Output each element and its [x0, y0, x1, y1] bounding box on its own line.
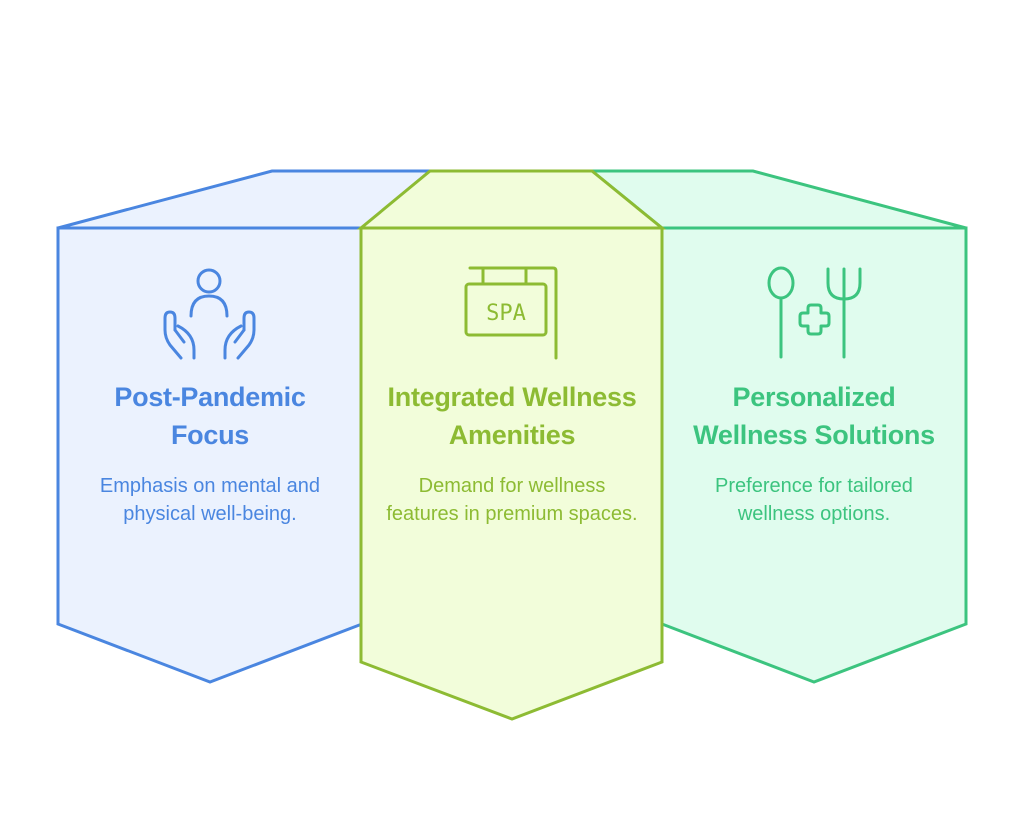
card-2-title: Integrated Wellness Amenities: [387, 382, 637, 450]
card-1-front-face: [56, 226, 364, 684]
card-1-title: Post-Pandemic Focus: [114, 382, 306, 450]
card-2-front-face: [359, 226, 664, 721]
card-integrated-wellness-amenities: [356, 169, 667, 721]
spa-sign-text: SPA: [486, 301, 526, 326]
spa-sign-icon: SPA: [464, 266, 558, 360]
card-2-text: Integrated Wellness Amenities Demand for…: [386, 378, 638, 528]
card-2-description: Demand for wellness features in premium …: [386, 475, 638, 525]
card-1-description: Emphasis on mental and physical well-bei…: [99, 475, 321, 525]
card-3-title: Personalized Wellness Solutions: [693, 382, 935, 450]
card-1-text: Post-Pandemic Focus Emphasis on mental a…: [82, 378, 338, 528]
card-post-pandemic-focus: [56, 169, 435, 684]
card-3-description: Preference for tailored wellness options…: [715, 475, 913, 525]
hands-holding-person-icon: [163, 268, 256, 360]
card-3-text: Personalized Wellness Solutions Preferen…: [688, 378, 940, 528]
spoon-cross-fork-icon: [767, 266, 862, 359]
card-personalized-wellness-solutions: [587, 169, 968, 684]
